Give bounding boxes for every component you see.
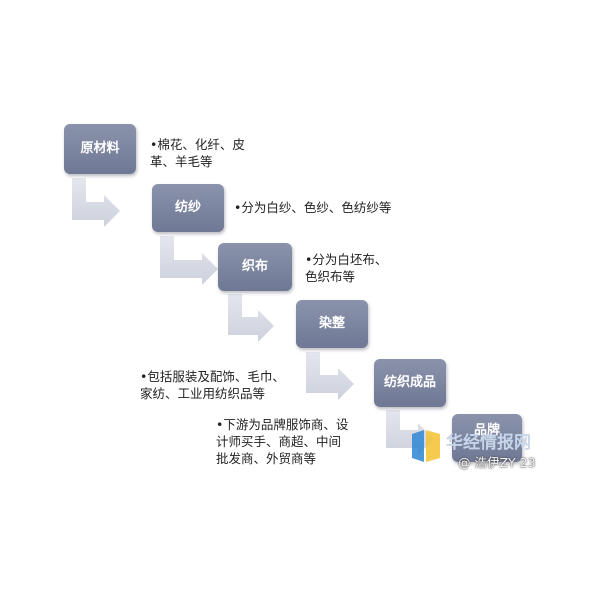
note-line: •棉花、化纤、皮 (150, 137, 245, 152)
note-line: 批发商、外贸商等 (216, 451, 317, 466)
step-box-textile-products: 纺织 成品 (374, 359, 446, 407)
watermark-logo-icon (412, 430, 440, 462)
note-line: •下游为品牌服饰商、设 (216, 417, 349, 432)
step-label: 纺纱 (174, 200, 201, 215)
note-textile-products: •包括服装及配饰、毛巾、 家纺、工业用纺织品等 (140, 368, 285, 402)
step-box-spinning: 纺纱 (152, 184, 224, 232)
note-line: •包括服装及配饰、毛巾、 (140, 369, 285, 384)
note-weaving: •分为白坯布、 色织布等 (305, 251, 387, 285)
step-box-brand: 品牌 (452, 414, 522, 462)
step-label-line-2: 成品 (410, 375, 437, 390)
note-line: •分为白坯布、 (305, 252, 388, 267)
note-line: 家纺、工业用纺织品等 (140, 386, 266, 401)
bent-arrow-icon (228, 294, 274, 342)
step-box-raw-materials: 原材料 (64, 124, 136, 174)
note-spinning: •分为白纱、色纱、色纺纱等 (234, 199, 391, 216)
bent-arrow-icon (306, 352, 354, 400)
step-label: 织布 (241, 259, 268, 274)
step-label: 染整 (318, 316, 345, 331)
note-line: 色织布等 (305, 269, 356, 284)
note-raw-materials: •棉花、化纤、皮 革、羊毛等 (150, 136, 245, 170)
step-label: 品牌 (473, 423, 500, 438)
note-line: 革、羊毛等 (150, 154, 213, 169)
step-box-weaving: 织布 (218, 243, 292, 291)
watermark-text: 华经情报网 (446, 433, 531, 453)
bent-arrow-icon (160, 236, 218, 285)
step-box-dyeing-finishing: 染整 (296, 300, 368, 348)
note-downstream: •下游为品牌服饰商、设 计师买手、商超、中间 批发商、外贸商等 (216, 416, 348, 467)
note-line: 计师买手、商超、中间 (216, 434, 342, 449)
step-label: 原材料 (80, 141, 120, 156)
bent-arrow-icon (72, 178, 120, 227)
step-label-line-1: 纺织 (383, 375, 410, 390)
note-line: •分为白纱、色纱、色纺纱等 (234, 200, 392, 215)
watermark-sub-text: @ 浩伊ZY 23 (458, 455, 536, 470)
